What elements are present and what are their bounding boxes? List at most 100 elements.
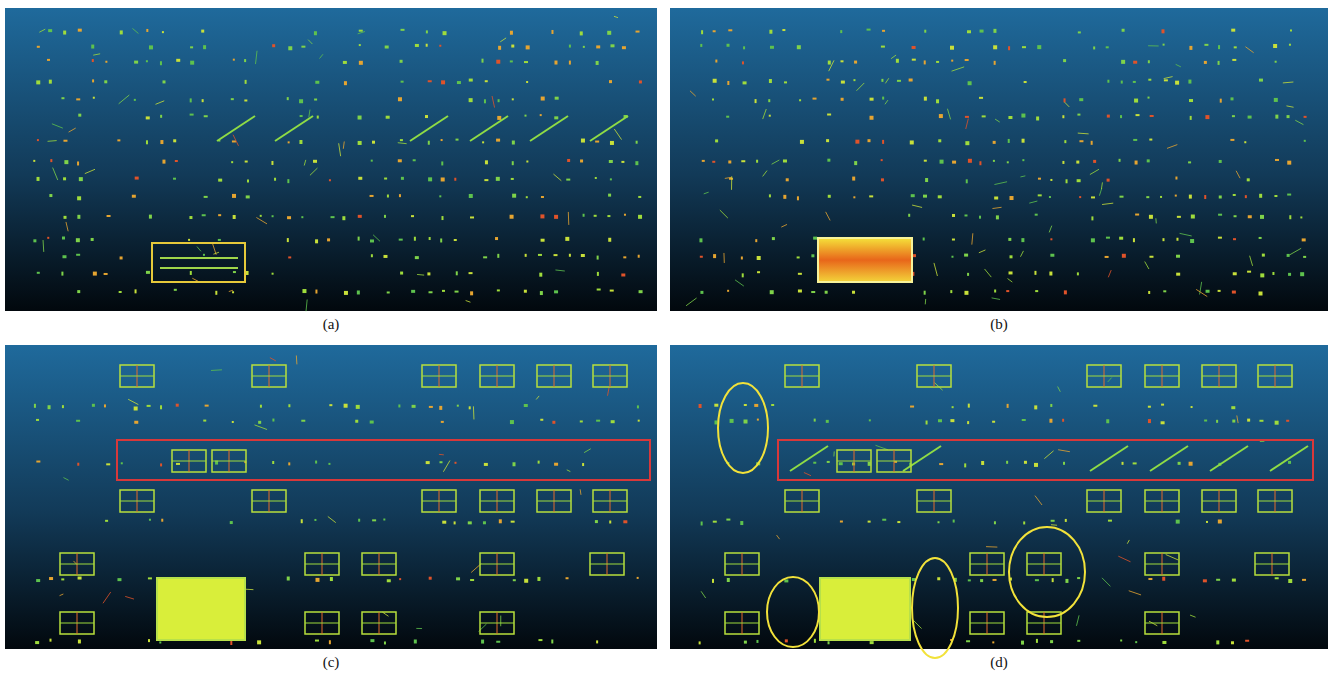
point [1049,419,1052,423]
point [233,215,236,219]
point [1302,238,1306,241]
point [541,196,544,198]
point [786,178,789,181]
scatter-line [1020,251,1023,257]
point [429,406,433,408]
point [134,61,138,64]
point [512,161,514,165]
point [1051,520,1055,522]
scatter-line [1108,270,1111,277]
point [581,254,585,257]
point [370,195,374,197]
point [1108,520,1112,522]
point [624,214,626,216]
point [1204,44,1208,46]
point [398,159,402,162]
point [583,46,585,48]
point [771,404,774,406]
point [1107,80,1109,83]
point [429,237,431,240]
window-frame [1027,553,1061,575]
scatter-line [1058,450,1070,452]
point [134,406,138,410]
point [538,254,542,256]
point [315,81,319,84]
point [551,639,553,643]
point [496,641,500,643]
scatter-line [1167,145,1177,149]
point [701,30,703,34]
point [1160,196,1162,198]
point [1204,420,1207,422]
scatter-line [580,489,582,494]
point [327,238,330,241]
point [994,196,998,199]
window-line [362,623,396,624]
point [160,61,162,65]
point [1024,461,1027,464]
point [702,160,705,162]
point [427,272,430,275]
point [635,161,638,165]
window-line [1027,564,1061,565]
point [968,404,970,408]
window-line [60,564,94,565]
point [272,273,274,275]
window-frame [1145,612,1179,634]
overlays [60,116,1308,634]
point [483,521,486,524]
point [981,461,984,465]
point [77,161,79,165]
point [37,46,40,48]
point [93,97,95,99]
point [146,116,150,119]
point [176,404,179,407]
point [1162,29,1165,33]
point [428,80,432,82]
point [441,177,445,181]
point [798,273,802,275]
scatter-line [43,240,45,252]
window-line [785,376,819,377]
point [358,519,360,522]
point [64,216,67,219]
window-frame [785,365,819,387]
point [827,461,830,463]
point [1302,579,1306,581]
point [1231,97,1234,100]
point [1049,272,1052,276]
window-frame [480,553,514,575]
point [952,406,954,408]
point [512,194,516,198]
point [638,255,640,258]
scatter-line [256,51,258,64]
point [1006,461,1008,464]
point [47,59,50,61]
point [783,159,787,162]
point [359,61,363,65]
point [1148,79,1151,81]
scatter-line [553,174,561,181]
point [218,239,221,241]
scatter-line [555,270,564,271]
point [714,420,717,424]
point [1050,254,1054,257]
scatter-line [309,110,310,118]
point [149,45,153,49]
point [964,254,968,257]
point [344,81,347,85]
point [965,141,969,145]
window-line [1255,564,1289,565]
scatter-line [1180,233,1192,236]
point [1010,255,1013,258]
diagonal-member [1210,446,1248,471]
point [385,46,389,49]
point [583,214,585,217]
point [64,160,68,164]
scatter-line [358,32,365,34]
point [287,238,289,242]
window-line [422,376,456,377]
point [1022,139,1025,143]
point [162,80,165,83]
window-line [120,501,154,502]
